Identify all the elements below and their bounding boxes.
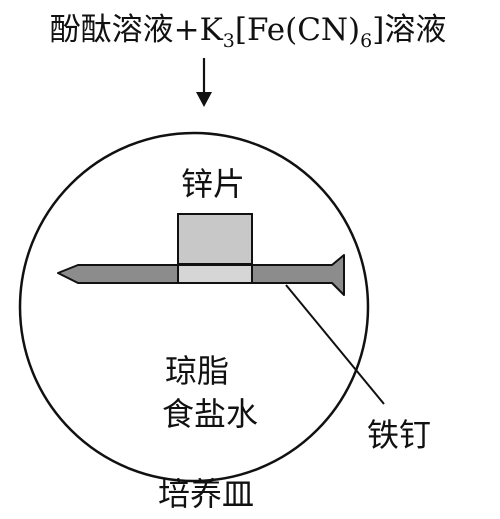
agar-label-line1: 琼脂	[165, 352, 229, 390]
reagent-suffix: ]溶液	[372, 12, 446, 48]
agar-label-line2: 食盐水	[162, 395, 258, 433]
iron-nail-leader-line	[285, 284, 385, 405]
iron-nail-label: 铁钉	[367, 416, 431, 454]
reagent-prefix: 酚酞溶液+K	[50, 12, 224, 48]
zinc-plate-overlap	[177, 264, 253, 284]
down-arrow-head	[196, 92, 212, 107]
reagent-sub-6: 6	[360, 30, 372, 52]
zinc-label: 锌片	[181, 165, 245, 203]
petri-dish-label: 培养皿	[158, 475, 254, 513]
reagent-sub-3: 3	[223, 30, 235, 52]
reagent-mid: [Fe(CN)	[235, 12, 360, 48]
reagent-label: 酚酞溶液+K3[Fe(CN)6]溶液	[50, 12, 447, 52]
zinc-plate	[177, 213, 253, 265]
petri-dish-circle	[18, 131, 370, 483]
